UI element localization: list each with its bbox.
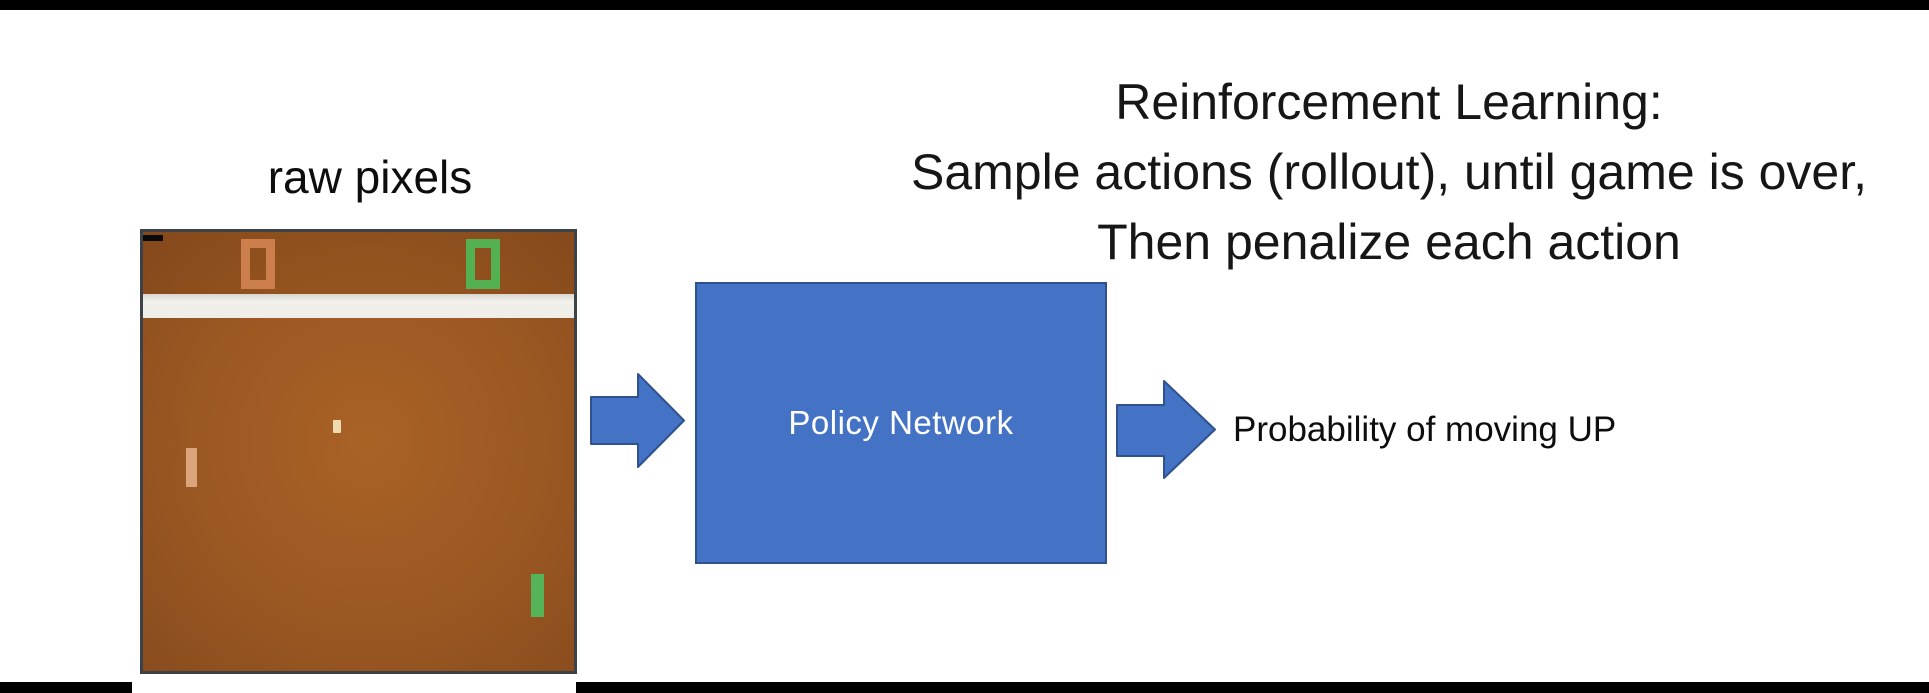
bottom-border-bar-left xyxy=(0,682,132,693)
raw-pixels-label: raw pixels xyxy=(267,151,473,203)
slide-title: Reinforcement Learning: Sample actions (… xyxy=(789,67,1929,277)
pong-game-screenshot xyxy=(140,229,577,674)
ball xyxy=(333,420,341,433)
title-line-2: Sample actions (rollout), until game is … xyxy=(911,144,1867,200)
top-wall-stripe xyxy=(143,294,574,318)
title-line-3: Then penalize each action xyxy=(1097,214,1681,270)
policy-network-label: Policy Network xyxy=(788,404,1014,441)
input-arrow-right-icon xyxy=(590,373,686,473)
left-paddle xyxy=(186,448,197,487)
top-border-bar xyxy=(0,0,1929,10)
title-line-1: Reinforcement Learning: xyxy=(1115,74,1663,130)
right-paddle xyxy=(531,574,544,617)
policy-network-box: Policy Network xyxy=(695,282,1107,564)
probability-output-label: Probability of moving UP xyxy=(1233,410,1617,449)
bottom-border-bar-right xyxy=(576,682,1929,693)
left-score-digit xyxy=(241,239,275,289)
right-score-digit xyxy=(466,239,500,289)
screen-corner-notch xyxy=(143,235,163,241)
output-arrow-right-icon xyxy=(1116,380,1217,484)
score-band xyxy=(143,232,574,297)
